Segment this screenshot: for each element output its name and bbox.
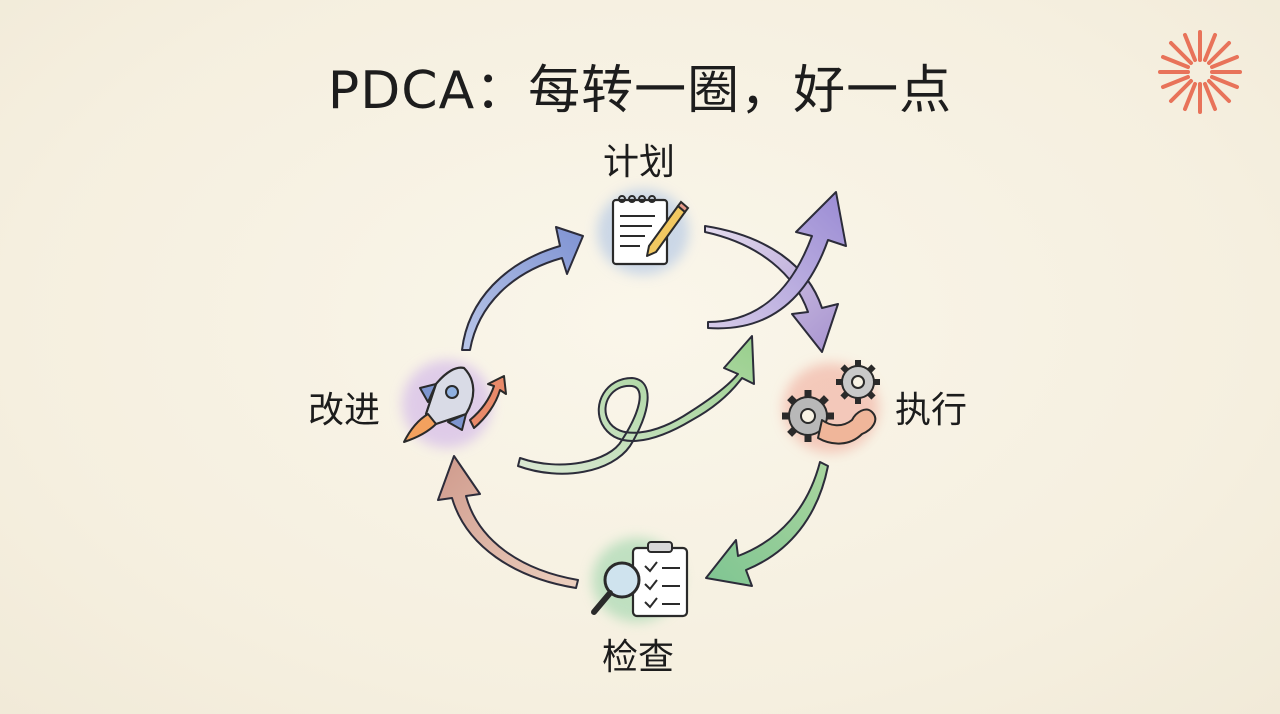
notepad-pencil-icon [611, 195, 690, 266]
rocket-icon [403, 366, 507, 443]
stage-label-check: 检查 [602, 637, 675, 678]
clipboard-magnifier-icon [591, 541, 689, 618]
arrow-do-to-check [705, 461, 829, 587]
gears-arm-icon [782, 360, 880, 445]
arrow-plan-to-do [704, 225, 839, 353]
page-title: PDCA：每转一圈，好一点 [327, 61, 953, 121]
stage-label-act: 改进 [308, 390, 381, 431]
stage-label-plan: 计划 [603, 142, 676, 183]
center-loop-arrow [517, 335, 755, 475]
arrow-outward-up [707, 191, 847, 330]
sparkle-icon [1158, 30, 1242, 114]
arrow-check-to-act [437, 455, 579, 589]
stage-label-do: 执行 [895, 390, 968, 431]
arrow-act-to-plan [461, 226, 584, 351]
